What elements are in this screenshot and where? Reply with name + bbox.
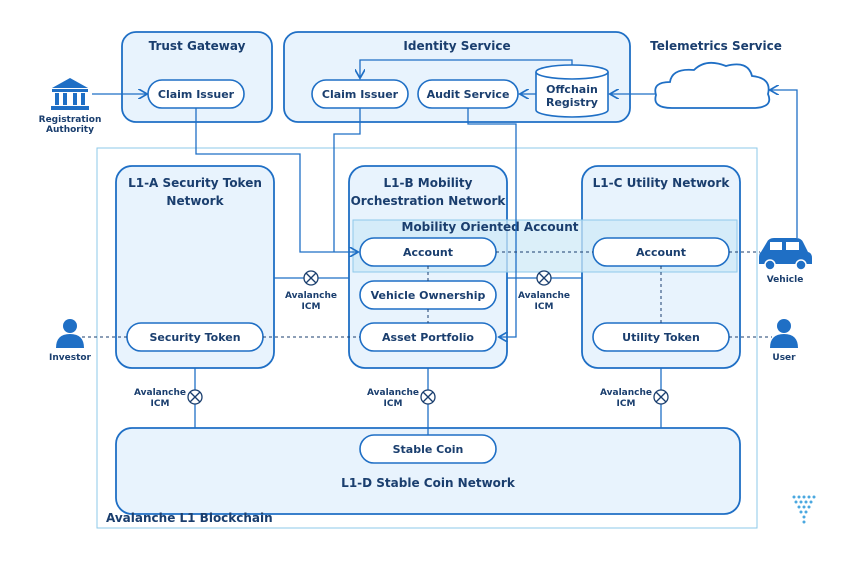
user-label: User [772,353,796,363]
icm-ab-label-2: ICM [302,302,321,312]
stable-coin-label: Stable Coin [393,443,464,456]
asset-portfolio-label: Asset Portfolio [382,331,474,344]
icm-cross-icon [303,270,319,286]
audit-service-label: Audit Service [427,88,510,101]
utility-token-label: Utility Token [622,331,700,344]
investor-label: Investor [49,353,92,363]
l1b-title-1: L1-B Mobility [384,176,473,190]
vehicle-label: Vehicle [767,275,804,285]
icm-cross-icon [187,389,203,405]
icm-cross-icon [653,389,669,405]
icm-cd-label-2: ICM [617,399,636,409]
audit-to-portfolio-arrow [467,108,517,337]
registration-authority-label-2: Authority [46,125,94,135]
claim-issuer-id-label: Claim Issuer [322,88,399,101]
claim-issuer-tg-label: Claim Issuer [158,88,235,101]
identity-service-title: Identity Service [403,39,510,53]
vehicle-to-cloud-arrow [771,90,798,238]
mobility-oriented-account-title: Mobility Oriented Account [402,220,579,234]
icm-bd-label-2: ICM [384,399,403,409]
account-b-label: Account [403,246,453,259]
trust-to-account-arrow [195,108,357,252]
cloud-icon [654,61,771,109]
trust-gateway-title: Trust Gateway [149,39,246,53]
icm-cross-icon [536,270,552,286]
person-icon [56,319,84,348]
person-icon [770,319,798,348]
icm-bc-label-2: ICM [535,302,554,312]
blockchain-label: Avalanche L1 Blockchain [106,511,273,525]
offchain-label-2: Registry [546,96,598,109]
icm-cross-icon [420,389,436,405]
l1c-title: L1-C Utility Network [593,176,731,190]
account-c-label: Account [636,246,686,259]
registration-authority-label-1: Registration [39,115,102,125]
telemetrics-service-title: Telemetrics Service [650,39,782,53]
icm-ab-label-1: Avalanche [285,291,337,301]
icm-bd-label-1: Avalanche [367,388,419,398]
icm-ad-label-1: Avalanche [134,388,186,398]
l1a-title-1: L1-A Security Token [128,176,262,190]
icm-cd-label-1: Avalanche [600,388,652,398]
offchain-to-claim-arrow [360,59,573,77]
claim-issuer-to-account-line [333,108,361,252]
security-token-label: Security Token [149,331,240,344]
icm-ad-label-2: ICM [151,399,170,409]
l1a-title-2: Network [166,194,224,208]
offchain-label-1: Offchain [546,83,598,96]
icm-bc-label-1: Avalanche [518,291,570,301]
bank-icon [51,78,89,110]
logo-icon [792,495,816,524]
vehicle-ownership-label: Vehicle Ownership [371,289,486,302]
l1d-title: L1-D Stable Coin Network [341,476,516,490]
l1b-title-2: Orchestration Network [351,194,507,208]
car-icon [759,238,812,271]
